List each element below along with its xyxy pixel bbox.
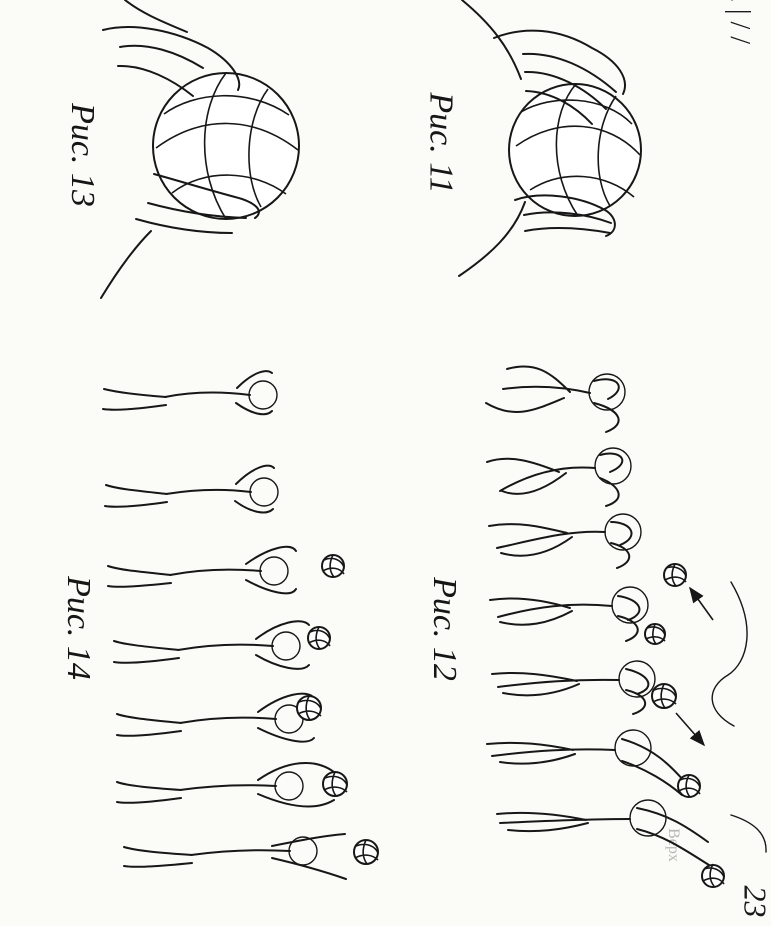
figure-12-trajectory-line xyxy=(730,814,767,853)
figure-13-upper-hand xyxy=(102,26,241,91)
figure-13-lower-finger xyxy=(135,218,233,234)
figure-12-player-5 xyxy=(491,660,656,715)
figure-11-lower-wrist xyxy=(458,201,526,277)
figure-14-player-5 xyxy=(116,692,315,743)
figure-11-caption: Рис. 11 xyxy=(422,92,460,194)
figure-12-arrow-down xyxy=(675,712,706,747)
figure-12-caption: Рис. 12 xyxy=(425,577,463,681)
figure-11-upper-finger xyxy=(524,70,607,110)
figure-13-lower-wrist xyxy=(100,230,152,299)
figure-13-upper-wrist xyxy=(124,0,188,33)
figure-13-ball-seam xyxy=(155,122,299,151)
figure-12-player-2 xyxy=(486,447,632,507)
figure-11-upper-finger xyxy=(525,90,593,125)
figure-11-lower-finger xyxy=(524,226,611,234)
figure-11-upper-finger xyxy=(522,52,617,93)
figure-12-arrow-up xyxy=(689,586,714,621)
figure-13-ball-seam xyxy=(171,174,287,195)
figure-12-player-6 xyxy=(486,729,685,796)
figure-11-ball-seam xyxy=(515,125,641,156)
figure-14-player-7 xyxy=(123,833,347,880)
figure-14-player-1 xyxy=(102,370,278,416)
figure-11-ball-seam xyxy=(520,99,633,125)
figure-14-standing-sequence xyxy=(102,370,379,880)
figure-14-caption: Рис. 14 xyxy=(59,576,97,680)
figure-14-player-3 xyxy=(107,545,297,595)
figure-14-ball xyxy=(296,695,322,721)
figure-11-upper-wrist xyxy=(461,0,522,80)
figure-12-trajectory-line xyxy=(711,581,748,727)
figure-12-player-3 xyxy=(488,513,642,569)
figure-12-ball xyxy=(651,683,677,709)
figure-13-upper-finger xyxy=(119,44,204,69)
figure-14-player-6 xyxy=(116,762,335,808)
figure-13-upper-finger xyxy=(117,64,194,97)
figure-12-player-4 xyxy=(489,586,649,642)
figure-14-player-4 xyxy=(113,620,310,670)
figure-13-lower-finger xyxy=(147,202,247,219)
figure-13-ball xyxy=(152,72,300,220)
figure-12-player-1 xyxy=(485,365,626,433)
figure-14-player-2 xyxy=(104,464,279,514)
figure-12-player-7 xyxy=(496,799,710,866)
figure-11-ball-seam xyxy=(597,95,617,207)
figure-13-ball-seam xyxy=(163,94,290,116)
figure-11-ball-seam xyxy=(529,175,635,198)
figure-13-hands-ball-illustration xyxy=(100,0,300,299)
figure-13-lower-hand xyxy=(153,173,260,219)
figure-13-ball-seam xyxy=(203,72,227,220)
figure-11-lower-finger xyxy=(523,211,612,224)
page-number: 23 xyxy=(737,885,771,918)
figure-13-caption: Рис. 13 xyxy=(63,103,101,207)
figure-14-ball xyxy=(353,839,379,865)
figure-11-lower-hand xyxy=(514,194,616,237)
figure-11-hands-ball-illustration xyxy=(458,0,642,277)
figure-11-upper-hand xyxy=(493,29,626,95)
figure-14-ball xyxy=(322,771,348,797)
figure-12-dive-sequence xyxy=(485,365,767,888)
figure-11-ball-seam xyxy=(555,83,579,217)
figure-13-ball-seam xyxy=(248,88,269,208)
